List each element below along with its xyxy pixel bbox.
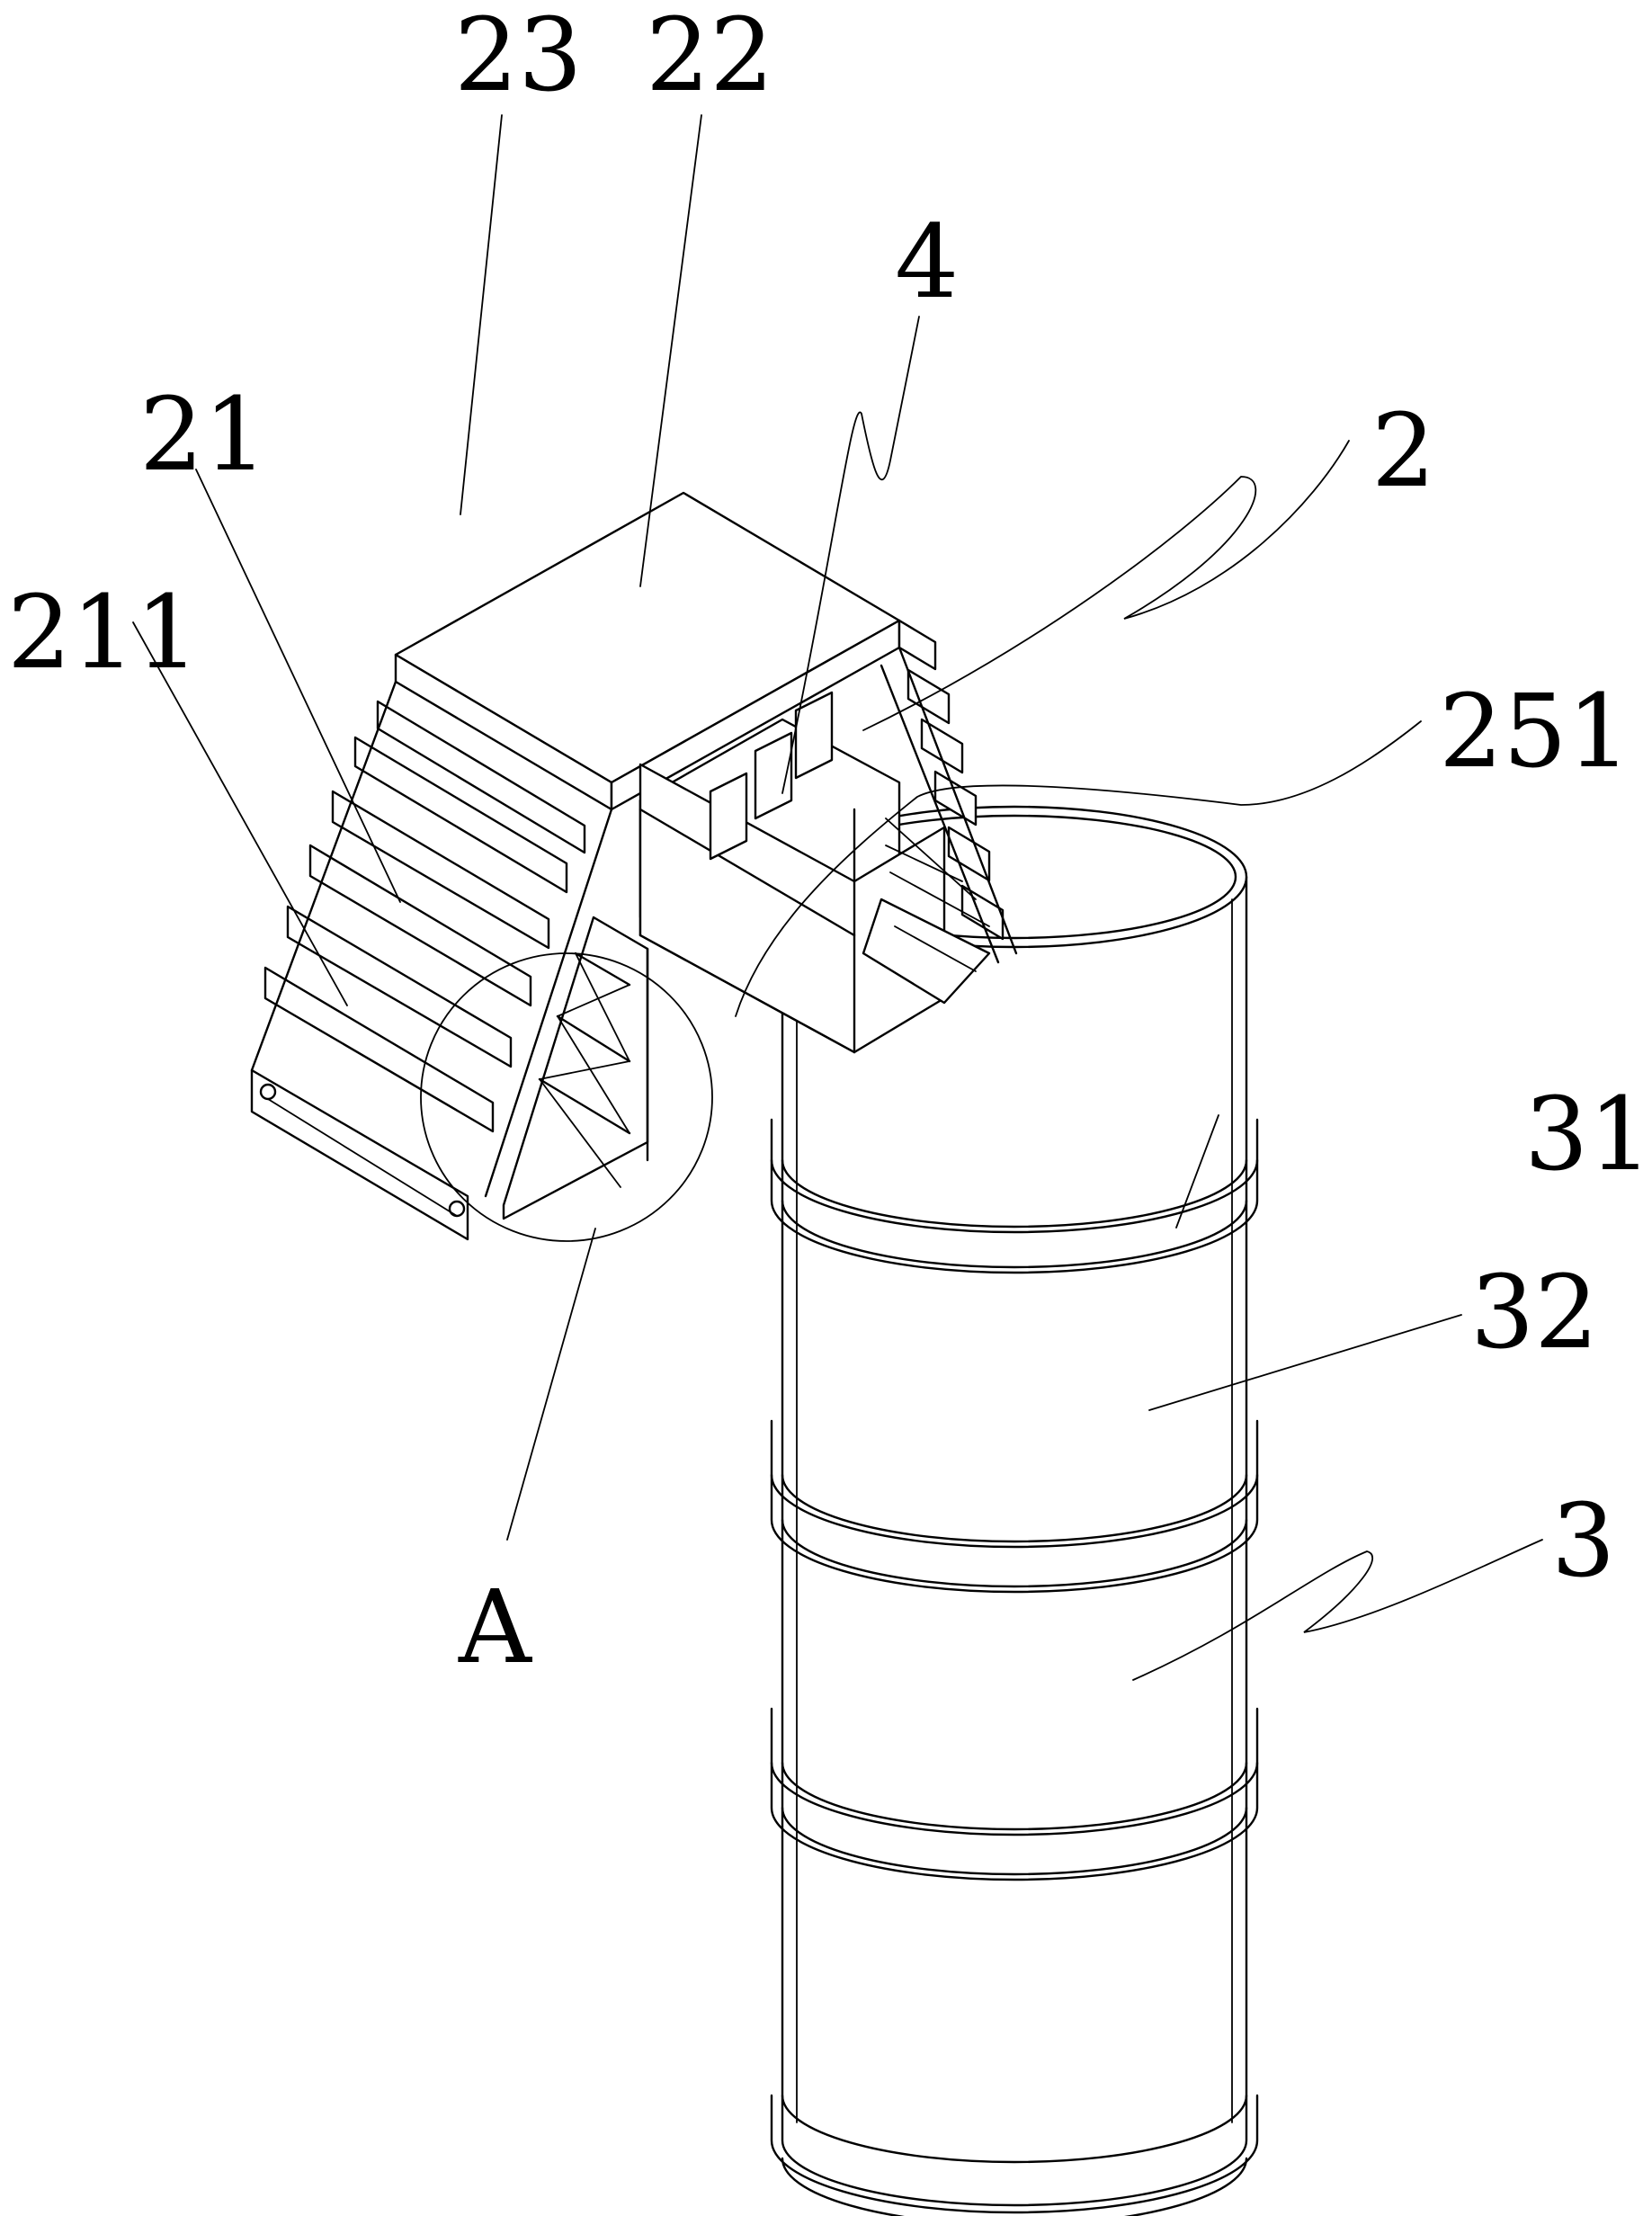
label-22: 22 [646,0,774,114]
label-4: 4 [895,204,959,321]
right-stepped-wall [862,619,1018,1005]
central-box [638,691,946,1054]
label-211: 211 [7,575,200,692]
stepped-frame [250,491,1018,1241]
label-31: 31 [1524,1077,1652,1193]
reference-labels: 23 22 4 21 2 211 251 31 32 3 A [7,0,1652,1686]
label-3: 3 [1551,1483,1615,1600]
detail-circle-a [420,952,713,1242]
label-251: 251 [1439,674,1631,791]
label-23: 23 [454,0,583,114]
left-bracing [502,916,649,1220]
label-21: 21 [139,377,268,494]
label-2: 2 [1371,393,1435,510]
label-a: A [458,1569,532,1686]
label-32: 32 [1470,1255,1599,1372]
cylinder-base-ring [770,2094,1259,2216]
leader-lines [132,114,1543,1681]
left-stepped-wall [250,680,613,1241]
